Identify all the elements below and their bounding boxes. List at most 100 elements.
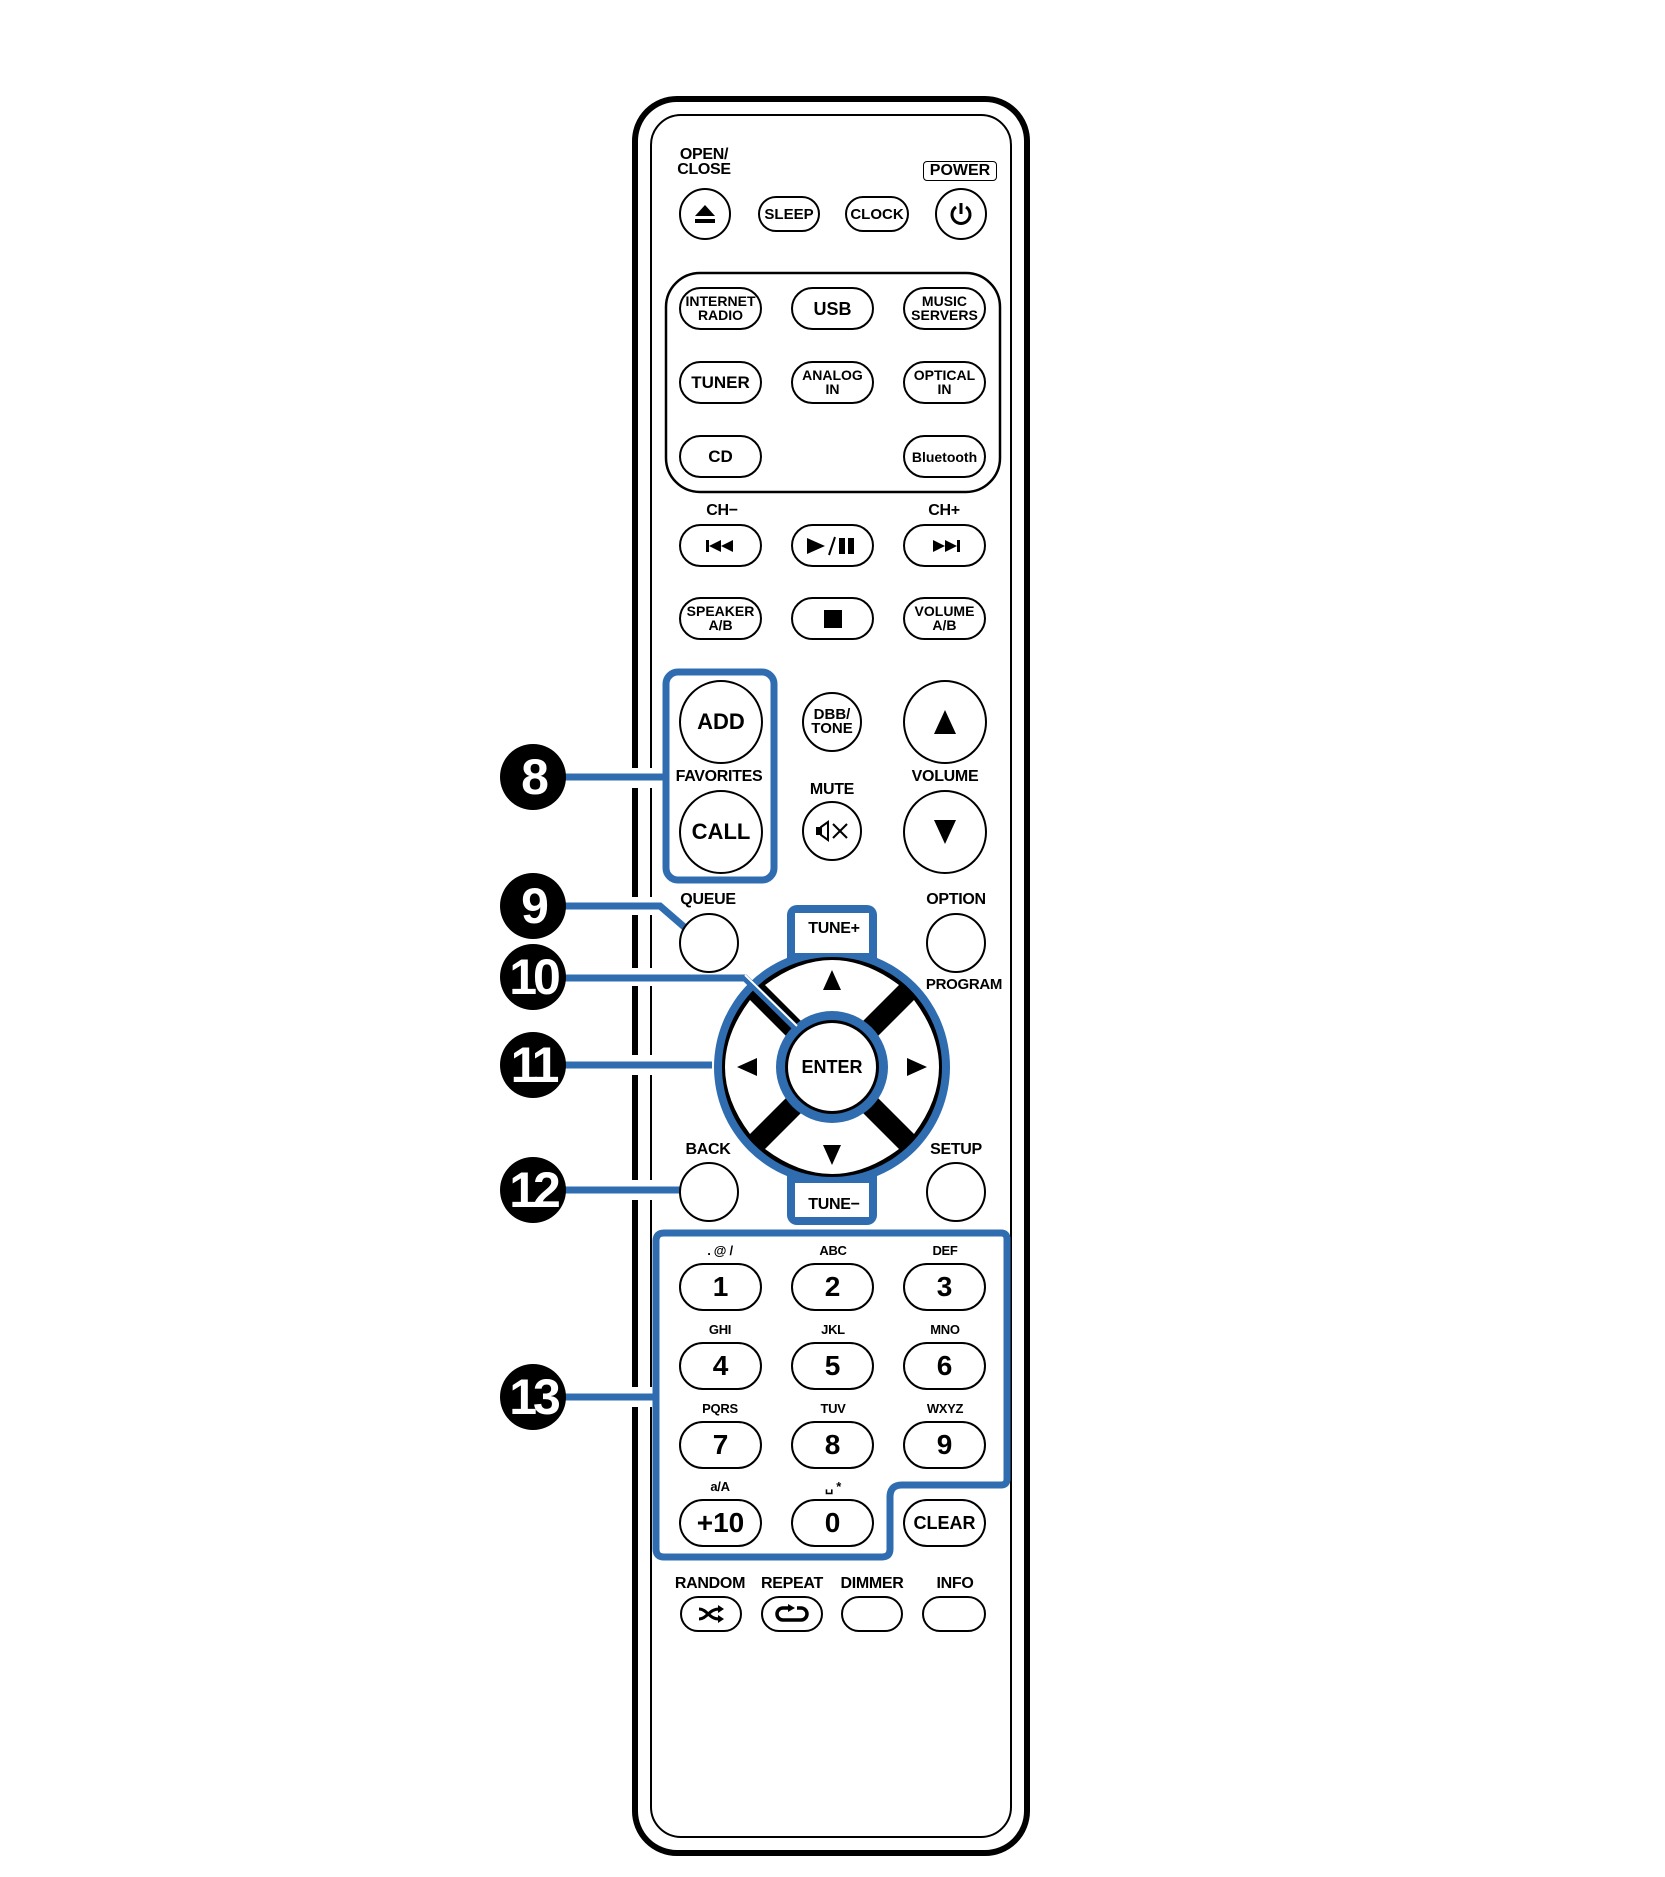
favorites-add-button[interactable]: ADD (679, 680, 763, 764)
key-9-sublabel: WXYZ (926, 1401, 964, 1416)
key-1-label: 1 (712, 1271, 729, 1302)
key-9-button[interactable]: 9 (903, 1421, 986, 1469)
music-servers-label-2: SERVERS (911, 306, 978, 323)
key-4-button[interactable]: 4 (679, 1342, 762, 1390)
setup-label: SETUP (930, 1141, 982, 1158)
shuffle-icon (698, 1605, 724, 1623)
key-4-label: 4 (712, 1350, 729, 1381)
skip-forward-icon (932, 539, 960, 552)
enter-button[interactable]: ENTER (788, 1023, 876, 1111)
key-1-button[interactable]: 1 (679, 1263, 762, 1311)
key-3-button[interactable]: 3 (903, 1263, 986, 1311)
favorites-label: FAVORITES (675, 768, 763, 785)
enter-label: ENTER (801, 1056, 863, 1077)
arrow-left-icon (737, 1058, 757, 1076)
key-9-label: 9 (936, 1429, 953, 1460)
cd-button[interactable]: CD (679, 435, 762, 478)
key-4-sublabel: GHI (708, 1322, 732, 1337)
arrow-right-icon (907, 1058, 927, 1076)
dbb-tone-label-1: DBB/ (813, 705, 851, 723)
mute-label: MUTE (809, 781, 855, 798)
clear-label: CLEAR (913, 1513, 976, 1533)
key-plus10-button[interactable]: +10 (679, 1499, 762, 1547)
key-0-label: 0 (824, 1507, 841, 1538)
power-label-box: POWER (923, 161, 997, 181)
tuner-button[interactable]: TUNER (679, 361, 762, 404)
power-label: POWER (929, 162, 991, 179)
favorites-add-label: ADD (697, 709, 745, 734)
sleep-button[interactable]: SLEEP (758, 196, 820, 232)
skip-back-icon (705, 539, 733, 552)
callout-13-label: 13 (509, 1369, 561, 1425)
key-7-sublabel: PQRS (702, 1401, 738, 1416)
previous-button[interactable] (679, 524, 762, 567)
key-3-sublabel: DEF (932, 1243, 958, 1258)
queue-button[interactable] (679, 913, 739, 973)
callout-9-label: 9 (521, 878, 549, 934)
option-label: OPTION (926, 891, 986, 908)
cursor-right-button[interactable] (892, 1025, 942, 1109)
power-button[interactable] (935, 188, 987, 240)
info-label: INFO (936, 1575, 974, 1592)
power-icon (950, 203, 972, 225)
volume-up-button[interactable] (903, 680, 987, 764)
key-7-label: 7 (712, 1429, 729, 1460)
bluetooth-button[interactable]: Bluetooth (903, 435, 986, 478)
cursor-down-button[interactable] (790, 1130, 874, 1180)
key-6-button[interactable]: 6 (903, 1342, 986, 1390)
cursor-left-button[interactable] (722, 1025, 772, 1109)
mute-button[interactable] (802, 801, 862, 861)
key-5-button[interactable]: 5 (791, 1342, 874, 1390)
bluetooth-label: Bluetooth (911, 448, 978, 465)
arrow-up-icon (823, 970, 841, 990)
callout-11-label: 11 (510, 1037, 560, 1093)
key-6-label: 6 (936, 1350, 953, 1381)
open-close-label-line2: CLOSE (677, 161, 731, 179)
eject-icon (695, 205, 715, 223)
speaker-ab-label-1: SPEAKER (686, 603, 755, 620)
key-8-label: 8 (824, 1429, 841, 1460)
open-close-label: OPEN/CLOSE (677, 146, 731, 179)
key-8-button[interactable]: 8 (791, 1421, 874, 1469)
repeat-button[interactable] (761, 1596, 823, 1632)
key-2-button[interactable]: 2 (791, 1263, 874, 1311)
dimmer-label: DIMMER (840, 1575, 904, 1592)
volume-label: VOLUME (911, 768, 979, 785)
setup-button[interactable] (926, 1162, 986, 1222)
key-7-button[interactable]: 7 (679, 1421, 762, 1469)
program-label: PROGRAM (925, 976, 1003, 993)
clock-button[interactable]: CLOCK (845, 196, 909, 232)
info-button[interactable] (922, 1596, 986, 1632)
dbb-tone-button[interactable]: DBB/TONE (802, 692, 862, 752)
callout-9: 9 (500, 873, 566, 939)
next-button[interactable] (903, 524, 986, 567)
callout-11: 11 (500, 1032, 566, 1098)
back-button[interactable] (679, 1162, 739, 1222)
dimmer-button[interactable] (841, 1596, 903, 1632)
callout-12-label: 12 (509, 1162, 561, 1218)
stop-button[interactable] (791, 597, 874, 640)
usb-button[interactable]: USB (791, 287, 874, 330)
random-button[interactable] (680, 1596, 742, 1632)
favorites-call-button[interactable]: CALL (679, 790, 763, 874)
option-button[interactable] (926, 913, 986, 973)
clear-button[interactable]: CLEAR (903, 1499, 986, 1547)
dbb-tone-label-2: TONE (811, 720, 853, 737)
open-close-button[interactable] (679, 188, 731, 240)
play-pause-button[interactable] (791, 524, 874, 567)
optical-in-label-1: OPTICAL (913, 367, 976, 384)
tuner-label: TUNER (691, 373, 750, 392)
key-0-button[interactable]: 0 (791, 1499, 874, 1547)
cursor-up-button[interactable] (790, 955, 874, 1005)
volume-down-button[interactable] (903, 790, 987, 874)
favorites-call-label: CALL (691, 819, 751, 844)
internet-radio-label-2: RADIO (697, 306, 744, 323)
speaker-ab-label-2: A/B (708, 616, 733, 633)
key-1-sublabel: . @ / (707, 1243, 733, 1258)
